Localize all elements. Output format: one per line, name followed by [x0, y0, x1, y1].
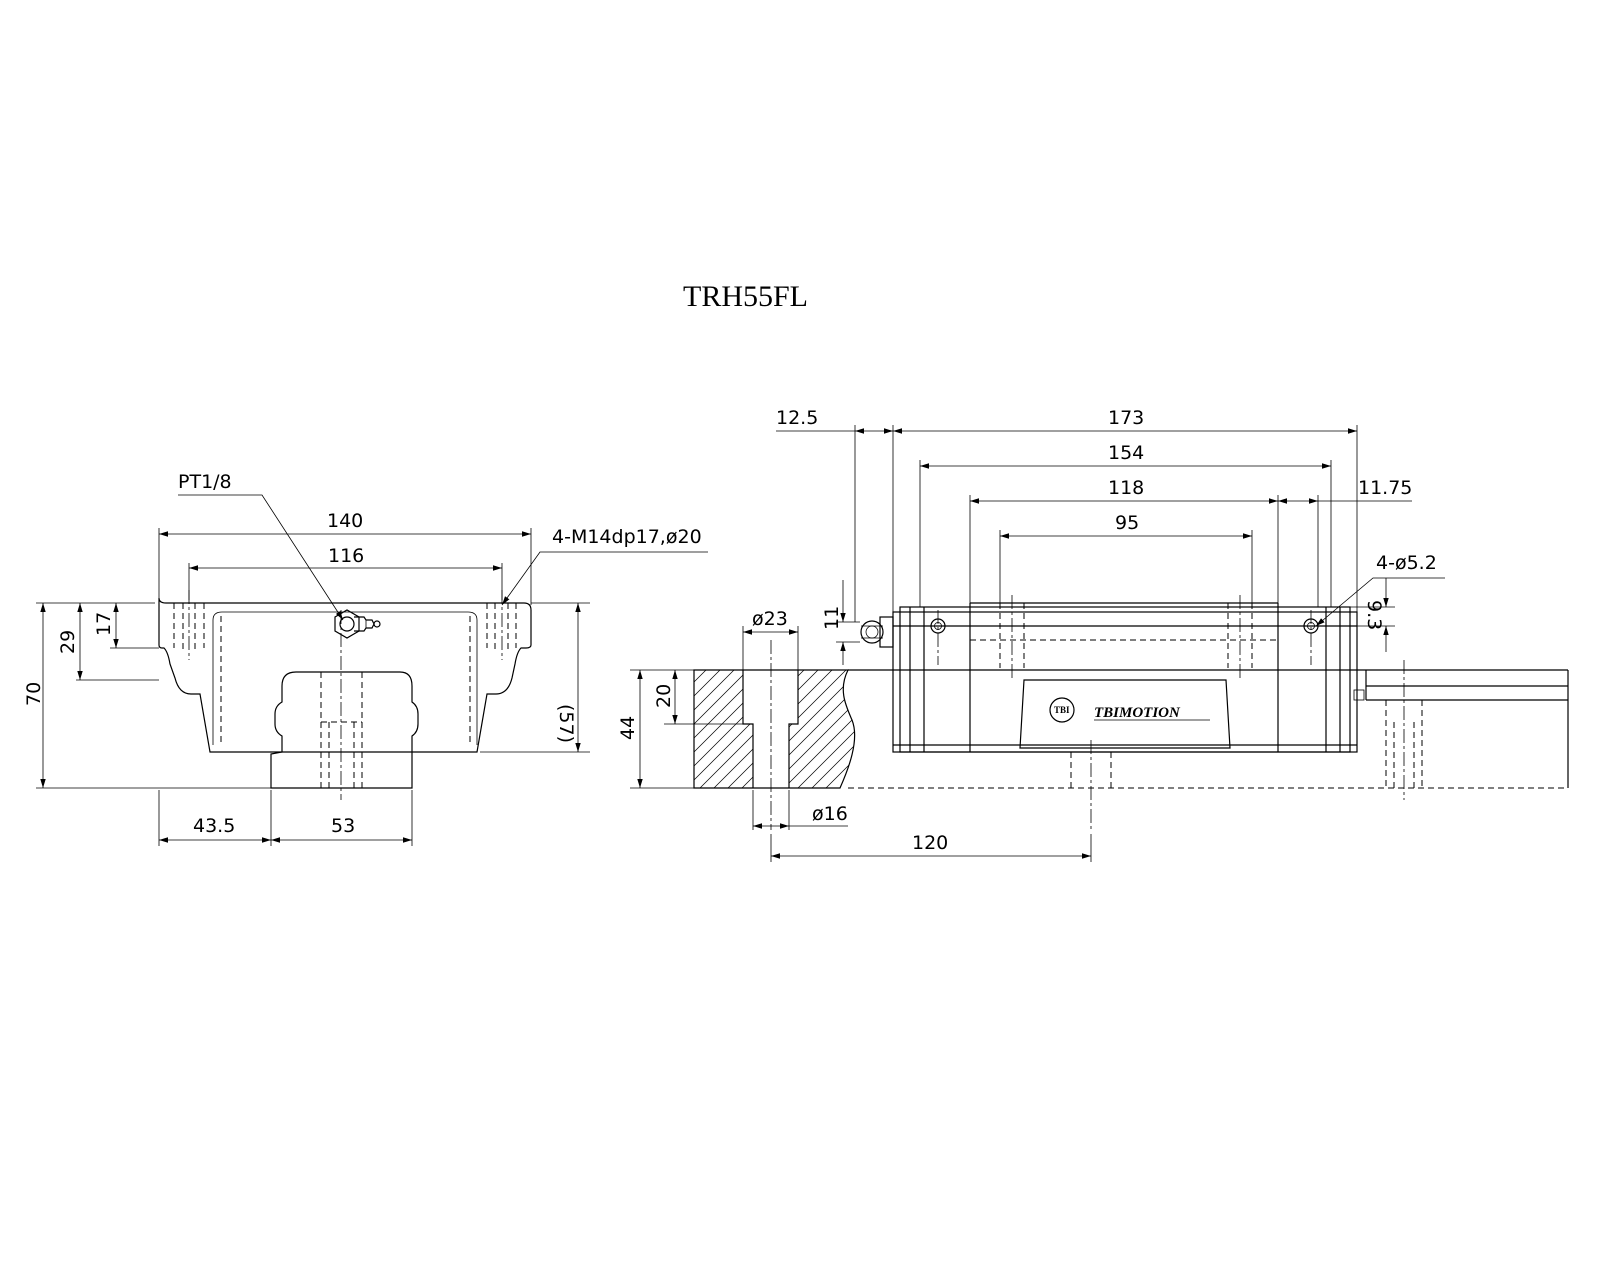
dim-hole-height: 9.3 [1363, 600, 1385, 630]
dim-mount-spacing-long: 95 [1115, 512, 1139, 534]
dim-flange-height: 29 [57, 630, 79, 654]
dim-mount-spacing: 116 [328, 545, 364, 567]
side-holes-label: 4-ø5.2 [1376, 552, 1437, 574]
section-outline [693, 669, 856, 789]
dim-counterbore-depth: 20 [653, 684, 675, 708]
rail-stopper [1353, 689, 1365, 701]
grease-nipple-side [860, 616, 894, 648]
block-inner [212, 611, 478, 745]
block-outline [158, 597, 532, 753]
dim-counterbore-dia: ø23 [752, 608, 788, 630]
dim-length-overall: 173 [1108, 407, 1144, 429]
bolt-hole-profile [742, 670, 799, 788]
drawing-title: TRH55FL [683, 280, 808, 313]
side-view: TBI TBIMOTION 12.5 173 154 118 11.75 95 … [617, 407, 1569, 862]
grease-nipple-front [334, 609, 381, 639]
dim-block-height: (57) [555, 704, 577, 743]
dim-rail-height: 44 [617, 716, 639, 740]
lube-port-leader [178, 494, 344, 621]
dim-steel-length: 118 [1108, 477, 1144, 499]
dim-rail-width: 53 [331, 815, 355, 837]
front-view: PT1/8 140 116 4-M14dp17,ø20 70 29 17 (57… [23, 471, 708, 846]
dim-bolt-hole-dia: ø16 [812, 803, 848, 825]
rail-profile [270, 671, 419, 789]
block-body [892, 611, 1358, 753]
mount-holes-leader [501, 551, 708, 606]
side-holes-leader [1315, 577, 1445, 627]
mount-holes-label: 4-M14dp17,ø20 [552, 526, 702, 548]
dim-thread-depth: 17 [93, 612, 115, 636]
lube-port-label: PT1/8 [178, 471, 232, 493]
counterbore-void [743, 670, 798, 724]
dim-hole-pitch: 120 [912, 832, 948, 854]
dim-width-overall: 140 [327, 510, 363, 532]
dim-body-length: 154 [1108, 442, 1144, 464]
dim-seal-thickness: 11.75 [1358, 477, 1412, 499]
block-endcap-outline [899, 606, 1351, 753]
dim-height-total: 70 [23, 682, 45, 706]
dim-nipple-length: 12.5 [776, 407, 818, 429]
dim-nipple-height: 11 [821, 606, 843, 630]
brand-logo: TBI TBIMOTION [1049, 697, 1210, 723]
logo-mark-text: TBI [1054, 705, 1070, 715]
dim-rail-offset: 43.5 [193, 815, 235, 837]
brand-name: TBIMOTION [1094, 705, 1181, 721]
